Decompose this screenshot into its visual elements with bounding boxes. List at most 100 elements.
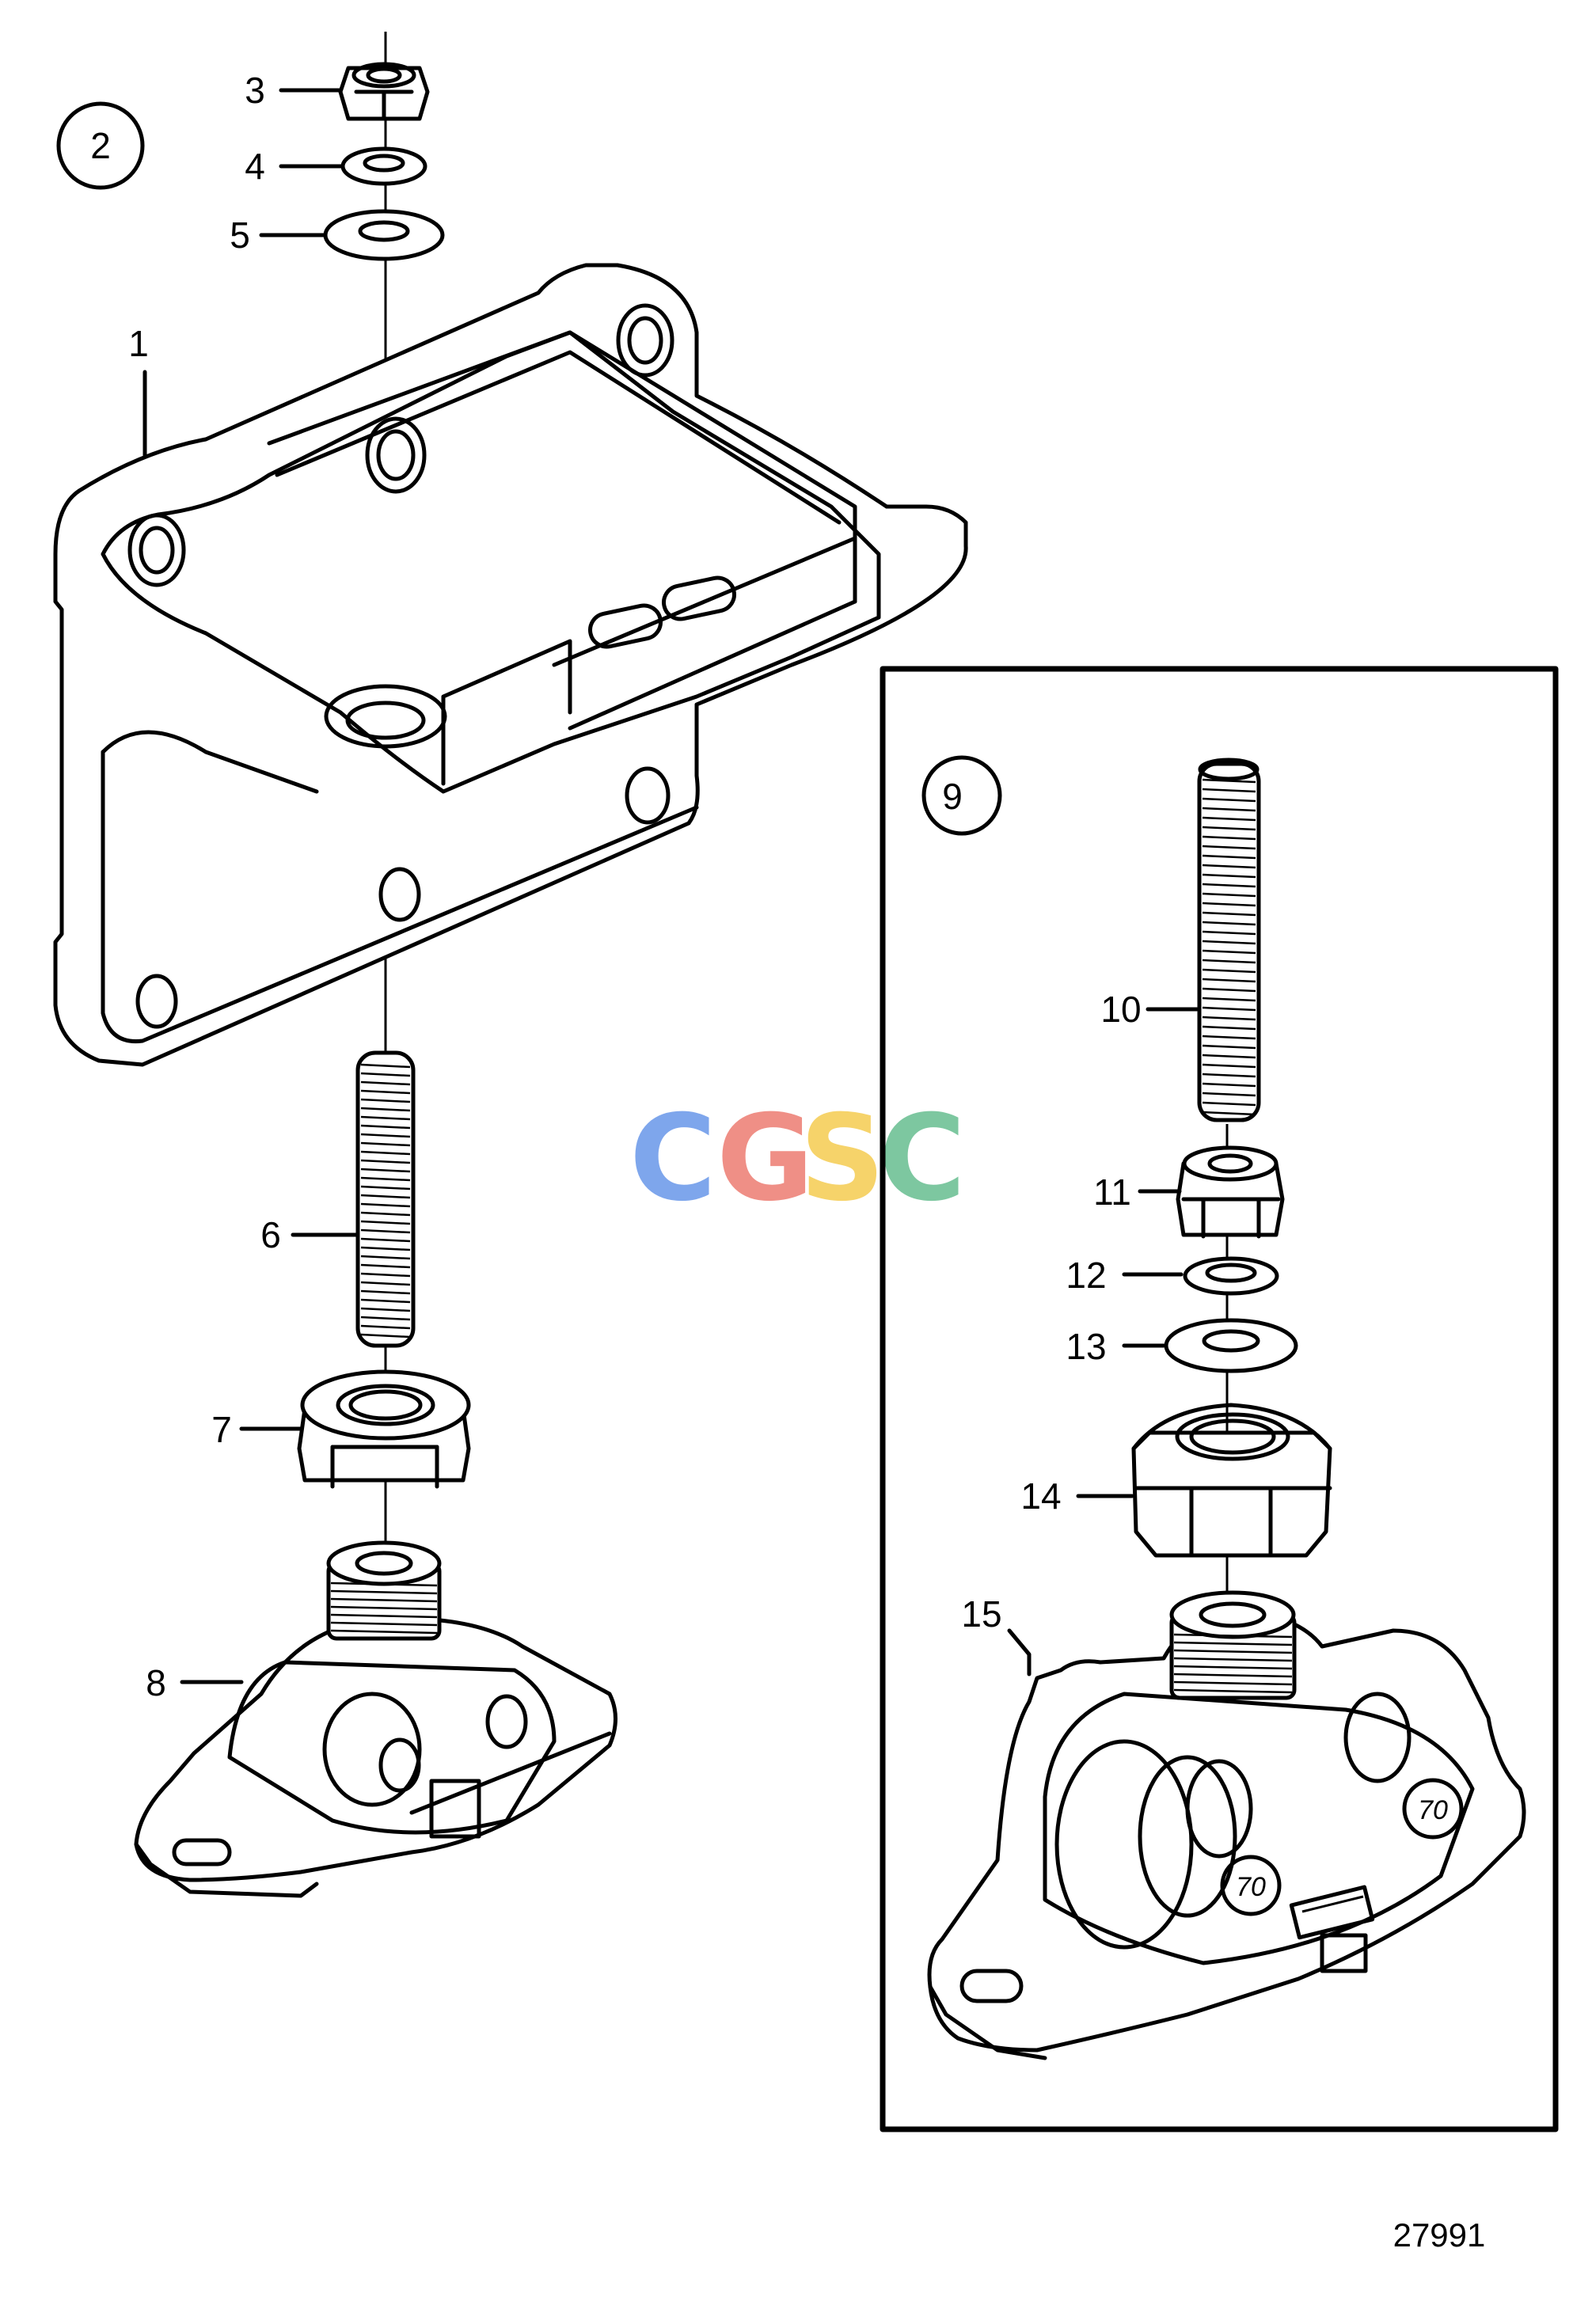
watermark-letter: C	[879, 1090, 966, 1228]
callout-1: 1	[128, 323, 149, 458]
thread-line	[360, 1150, 411, 1156]
thread-line	[360, 1307, 411, 1312]
bracket-hole	[625, 766, 671, 825]
watermark-letter: C	[629, 1090, 716, 1228]
watermark-letter: G	[716, 1090, 814, 1228]
engine-mount-part-15: 70 70	[927, 1590, 1526, 2060]
callout-13: 13	[1066, 1326, 1166, 1367]
thread-line	[1202, 930, 1256, 936]
thread-line	[1202, 1006, 1256, 1012]
svg-text:11: 11	[1093, 1171, 1131, 1213]
thread-line	[360, 1246, 411, 1251]
callout-5: 5	[230, 215, 327, 256]
assembly-circle-9: 9	[921, 755, 1002, 836]
thread-line	[1202, 826, 1256, 831]
mount-label-plate	[1289, 1885, 1375, 1940]
thread-line	[330, 1597, 438, 1603]
thread-line	[1202, 902, 1256, 907]
thread-line	[360, 1220, 411, 1225]
thread-line	[1202, 921, 1256, 926]
bracket-hole	[127, 513, 186, 587]
thread-line	[1202, 1054, 1256, 1059]
nut-part-11	[1176, 1145, 1285, 1239]
svg-text:2: 2	[90, 125, 111, 166]
thread-line	[360, 1141, 411, 1147]
thread-line	[360, 1107, 411, 1112]
spring-washer-part-12	[1183, 1256, 1279, 1296]
svg-text:70: 70	[1418, 1795, 1448, 1825]
callout-15: 15	[961, 1593, 1032, 1677]
svg-text:8: 8	[146, 1662, 166, 1703]
thread-line	[1202, 987, 1256, 993]
thread-line	[1202, 949, 1256, 955]
thread-line	[360, 1063, 411, 1069]
svg-text:7: 7	[211, 1409, 232, 1450]
thread-line	[1202, 1111, 1256, 1116]
thread-line	[360, 1255, 411, 1260]
thread-line	[1202, 807, 1256, 812]
thread-line	[1202, 788, 1256, 793]
bracket-hole	[378, 867, 421, 922]
mount-marking-badge	[1402, 1778, 1464, 1840]
callout-4: 4	[245, 146, 344, 187]
mount-marking-badge	[1220, 1855, 1282, 1916]
thread-line	[1202, 911, 1256, 917]
thread-line	[1173, 1633, 1293, 1639]
bracket-hole	[365, 416, 427, 494]
thread-line	[360, 1263, 411, 1269]
thread-line	[1202, 883, 1256, 888]
nut-part-14	[1131, 1403, 1332, 1558]
svg-text:3: 3	[245, 70, 265, 111]
svg-text:70: 70	[1236, 1872, 1266, 1902]
thread-line	[360, 1298, 411, 1304]
thread-line	[360, 1080, 411, 1086]
thread-line	[1173, 1649, 1293, 1654]
thread-line	[360, 1333, 411, 1339]
callout-11: 11	[1093, 1171, 1182, 1213]
thread-line	[1173, 1680, 1293, 1686]
thread-line	[330, 1582, 438, 1587]
figure-number: 27991	[1393, 2216, 1486, 2254]
callout-14: 14	[1020, 1475, 1134, 1517]
callout-7: 7	[211, 1409, 303, 1450]
thread-line	[360, 1072, 411, 1077]
bracket-mount-hole	[324, 684, 447, 749]
callout-8: 8	[146, 1662, 244, 1703]
inset-frame	[880, 666, 1559, 2132]
thread-line	[1202, 854, 1256, 860]
flat-washer-part-13	[1164, 1318, 1298, 1373]
thread-line	[1202, 873, 1256, 879]
thread-line	[1202, 816, 1256, 822]
thread-line	[360, 1124, 411, 1130]
watermark-letter: S	[800, 1090, 885, 1228]
thread-line	[1202, 835, 1256, 841]
thread-line	[360, 1159, 411, 1164]
thread-line	[330, 1621, 438, 1627]
thread-line	[1202, 778, 1256, 784]
bracket-slot	[662, 575, 736, 621]
flat-washer-part-5	[323, 209, 445, 261]
thread-line	[360, 1098, 411, 1103]
thread-line	[1202, 959, 1256, 964]
thread-line	[1202, 1082, 1256, 1088]
thread-line	[360, 1176, 411, 1182]
thread-line	[360, 1133, 411, 1138]
thread-line	[1173, 1688, 1293, 1694]
svg-text:13: 13	[1066, 1326, 1106, 1367]
thread-line	[1202, 1092, 1256, 1097]
thread-line	[360, 1202, 411, 1208]
svg-text:10: 10	[1100, 989, 1141, 1030]
thread-line	[1202, 797, 1256, 803]
thread-line	[360, 1237, 411, 1243]
thread-line	[330, 1605, 438, 1611]
thread-line	[360, 1194, 411, 1199]
thread-line	[1173, 1657, 1293, 1662]
thread-line	[1202, 864, 1256, 869]
svg-text:5: 5	[230, 215, 250, 256]
thread-line	[1202, 1035, 1256, 1040]
thread-line	[360, 1115, 411, 1121]
thread-line	[1202, 997, 1256, 1002]
svg-text:12: 12	[1066, 1255, 1106, 1296]
stud-part-6	[355, 1050, 416, 1348]
